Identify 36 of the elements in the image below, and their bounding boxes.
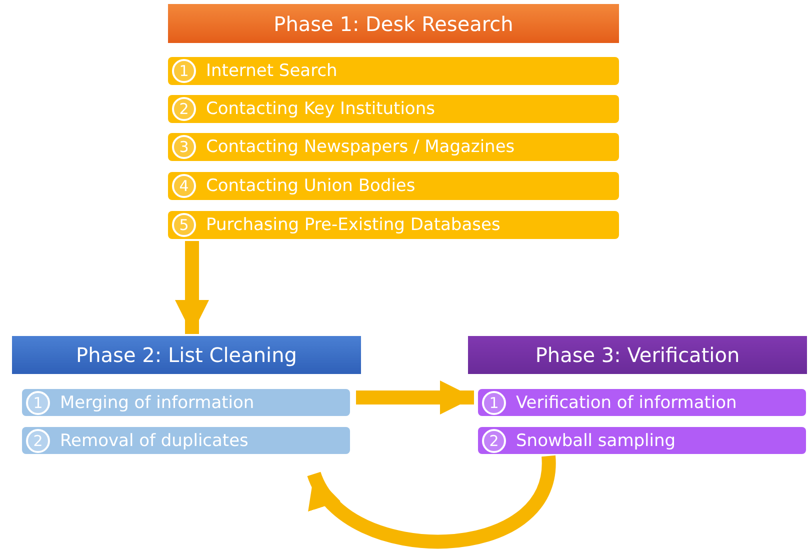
step-bar: [478, 427, 806, 454]
step-bar: [168, 133, 619, 161]
step-label: Removal of duplicates: [60, 430, 248, 450]
phase-header: [168, 4, 619, 43]
step-bar: [168, 211, 619, 239]
step-bar: [168, 57, 619, 85]
arrow: [356, 380, 474, 414]
step-label: Verification of information: [516, 392, 737, 412]
phase-title: Phase 2: List Cleaning: [76, 343, 297, 367]
step-bar: [478, 389, 806, 416]
phase-title: Phase 1: Desk Research: [274, 12, 514, 36]
step-bar: [168, 172, 619, 200]
phase-title: Phase 3: Verification: [535, 343, 740, 367]
step-number: 2: [172, 97, 196, 121]
phase-header: [468, 336, 807, 374]
step-bar: [168, 95, 619, 123]
arrow: [175, 241, 209, 334]
step-label: Purchasing Pre-Existing Databases: [206, 215, 500, 235]
step-number: 2: [482, 428, 506, 452]
phase-header: [12, 336, 361, 374]
step-label: Contacting Key Institutions: [206, 99, 435, 119]
step-number: 4: [172, 174, 196, 198]
step-number: 2: [26, 428, 50, 452]
step-bar: [22, 427, 350, 454]
step-label: Contacting Union Bodies: [206, 176, 416, 196]
step-label: Merging of information: [60, 392, 254, 412]
step-number: 5: [172, 213, 196, 237]
step-label: Internet Search: [206, 61, 338, 81]
arrow: [308, 455, 556, 548]
step-label: Snowball sampling: [516, 430, 676, 450]
step-number: 1: [482, 390, 506, 414]
step-number: 1: [172, 59, 196, 83]
step-label: Contacting Newspapers / Magazines: [206, 137, 515, 157]
step-number: 3: [172, 135, 196, 159]
step-number: 1: [26, 390, 50, 414]
step-bar: [22, 389, 350, 416]
